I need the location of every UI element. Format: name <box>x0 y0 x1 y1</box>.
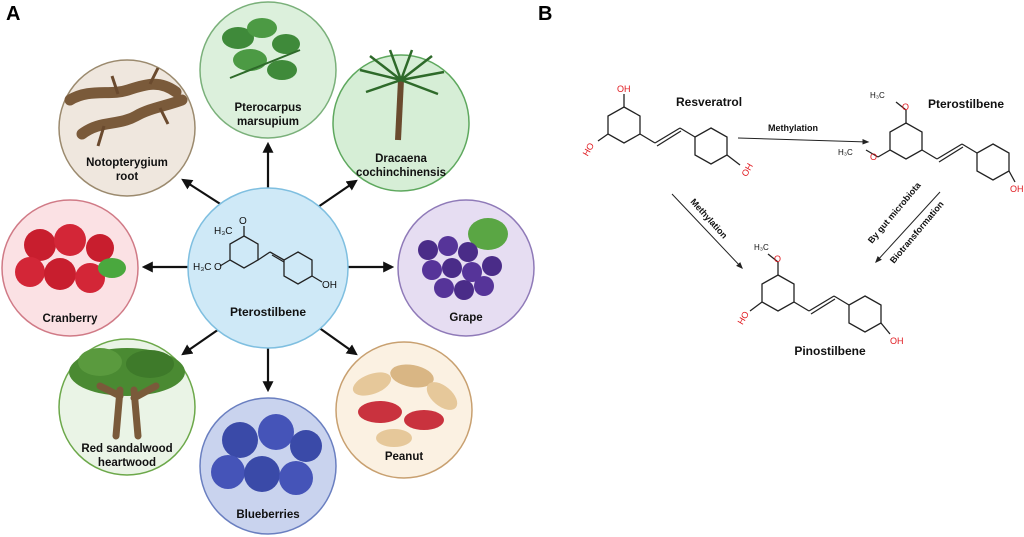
arrow-to-peanut <box>317 326 358 356</box>
oxygen-top-label: O <box>239 216 247 227</box>
node-blueberries: Blueberries <box>199 397 337 535</box>
node-notopterygium: Notopterygium root <box>58 59 196 197</box>
pinostilbene-label: Pinostilbene <box>794 344 866 358</box>
oxygen-left-label: O <box>214 262 222 273</box>
grape-illustration <box>418 218 508 300</box>
pterostilbene-oh: OH <box>1010 184 1024 194</box>
arrow-to-dracaena <box>317 179 358 208</box>
methylation-label-horizontal: Methylation <box>768 123 818 133</box>
node-peanut: Peanut <box>335 341 473 479</box>
peanut-illustration <box>352 364 458 447</box>
pterocarpus-label-line2: marsupium <box>237 116 299 128</box>
pterostilbene-o-left: O <box>870 152 877 162</box>
pinostilbene-ho: HO <box>736 310 751 327</box>
source-arrows <box>141 141 395 393</box>
resveratrol-ho-left: HO <box>581 141 596 158</box>
peanut-label: Peanut <box>385 451 424 463</box>
node-dracaena: Dracaena cochinchinensis <box>332 49 470 192</box>
leaf-illustration <box>222 18 301 80</box>
grape-label: Grape <box>449 312 482 324</box>
arrow-to-notopterygium <box>181 178 226 208</box>
panel-label-b: B <box>538 3 552 25</box>
center-node: H₃C O H₃C O OH Pterostilbene <box>187 187 349 349</box>
pinostilbene-o: O <box>774 254 781 264</box>
notopterygium-label-line2: root <box>116 171 139 183</box>
node-red-sandalwood: Red sandalwood heartwood <box>58 338 196 476</box>
blueberry-illustration <box>211 414 322 495</box>
methoxy-left-label: H₃C <box>193 262 212 273</box>
node-grape: Grape <box>397 199 535 337</box>
cranberry-label: Cranberry <box>43 313 99 325</box>
dracaena-label-line2: cochinchinensis <box>356 167 446 179</box>
node-cranberry: Cranberry <box>1 199 139 337</box>
blueberries-label: Blueberries <box>236 509 299 521</box>
center-circle <box>187 187 349 349</box>
node-pterocarpus: Pterocarpus marsupium <box>199 1 337 139</box>
arrow-to-red-sandalwood <box>181 326 223 356</box>
red-sandalwood-label-line2: heartwood <box>98 457 156 469</box>
root-illustration <box>64 67 188 147</box>
tree-illustration <box>69 348 185 440</box>
resveratrol-oh-right: OH <box>740 162 755 179</box>
cranberry-illustration <box>15 224 126 293</box>
pterocarpus-label-line1: Pterocarpus <box>234 102 301 114</box>
resveratrol-label: Resveratrol <box>676 95 742 109</box>
pinostilbene-oh: OH <box>890 336 904 346</box>
methoxy-top-label: H₃C <box>214 226 233 237</box>
pterostilbene-o-top: O <box>902 102 909 112</box>
red-sandalwood-label-line1: Red sandalwood <box>81 443 172 455</box>
pterostilbene-ch3-top: H₃C <box>870 91 885 100</box>
methylation-arrow-diagonal <box>671 193 743 270</box>
panel-label-a: A <box>6 3 20 25</box>
pterostilbene-structure <box>865 101 1016 183</box>
pinostilbene-ch3: H₃C <box>754 243 769 252</box>
pinostilbene-structure <box>749 253 891 335</box>
resveratrol-structure <box>597 94 741 166</box>
hydroxyl-label: OH <box>322 280 337 291</box>
pterostilbene-label: Pterostilbene <box>928 97 1004 111</box>
methylation-arrow-horizontal <box>737 137 870 145</box>
pterostilbene-ch3-left: H₃C <box>838 148 853 157</box>
dracaena-label-line1: Dracaena <box>375 153 427 165</box>
pterostilbene-structure-small <box>219 226 323 285</box>
resveratrol-oh-top: OH <box>617 84 631 94</box>
center-label: Pterostilbene <box>230 305 306 319</box>
palm-illustration <box>359 49 445 141</box>
notopterygium-label-line1: Notopterygium <box>86 157 168 169</box>
biotransformation-arrow <box>875 191 941 264</box>
